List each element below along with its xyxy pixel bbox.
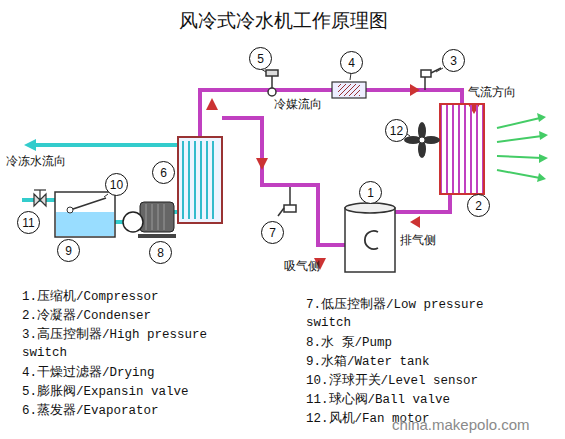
callout-circle: 2 (467, 194, 490, 217)
part-list-item: 7.低压控制器/Low pressure switch (306, 296, 511, 332)
flow-label: 冷冻水流向 (6, 153, 66, 170)
callout-number: 6 (160, 166, 167, 180)
callout-circle: 9 (57, 239, 80, 262)
callout-number: 9 (65, 244, 72, 258)
callout-number: 11 (22, 216, 34, 230)
low-pressure-switch (278, 187, 296, 216)
diagram-title: 风冷式冷水机工作原理图 (179, 8, 388, 34)
callout-number: 4 (348, 56, 355, 70)
part-list-item: 4.干燥过滤器/Drying (22, 364, 252, 382)
callout-circle: 12 (385, 119, 408, 142)
callout-circle: 4 (340, 51, 363, 74)
flow-label: 冷媒流向 (274, 96, 322, 113)
water-tank (55, 192, 115, 237)
part-list-item: 8.水 泵/Pump (306, 334, 546, 352)
condenser (440, 104, 484, 194)
part-list-item: 6.蒸发器/Evaporator (22, 402, 252, 420)
callout-number: 3 (450, 54, 457, 68)
air-flow-arrowhead (537, 113, 548, 182)
callout-number: 5 (257, 52, 264, 66)
callout-number: 2 (475, 199, 482, 213)
fan (404, 122, 440, 158)
callout-circle: 7 (261, 221, 284, 244)
callout-circle: 11 (17, 211, 40, 234)
callout-circle: 6 (152, 161, 175, 184)
evaporator-tubes (182, 141, 218, 219)
refrigerant-pipe (200, 90, 462, 245)
air-flow-arrow (497, 118, 542, 178)
flow-label: 气流方向 (468, 84, 516, 101)
part-list-item: 1.压缩机/Compressor (22, 288, 252, 306)
ball-valve (34, 190, 46, 206)
side-label: 吸气侧 (284, 258, 320, 275)
callout-number: 12 (390, 124, 403, 138)
expansion-valve (266, 70, 278, 96)
leader-line (104, 68, 443, 197)
part-list-item: 2.冷凝器/Condenser (22, 307, 252, 325)
watermark: china.makepolo.com (392, 416, 530, 433)
callout-number: 1 (367, 186, 374, 200)
filter-core (338, 84, 360, 96)
callout-number: 10 (110, 178, 123, 192)
callout-circle: 10 (105, 173, 128, 196)
part-list-item: 10.浮球开关/Level sensor (306, 372, 556, 390)
pump (123, 202, 176, 238)
callout-circle: 1 (359, 181, 382, 204)
part-list-item: 9.水箱/Water tank (306, 353, 546, 371)
callout-number: 7 (269, 226, 276, 240)
compressor (345, 203, 395, 272)
flow-arrow (206, 84, 480, 270)
drying-filter (332, 82, 366, 98)
part-list-item: 11.球心阀/Ball valve (306, 391, 546, 409)
callout-circle: 5 (249, 47, 272, 70)
part-list-item: 5.膨胀阀/Expansin valve (22, 383, 252, 401)
flow-arrow (24, 139, 36, 151)
callout-number: 8 (157, 246, 164, 260)
side-label: 排气侧 (400, 232, 436, 249)
callout-circle: 3 (442, 49, 465, 72)
part-list-item: 3.高压控制器/High pressure switch (22, 326, 227, 362)
callout-circle: 8 (149, 241, 172, 264)
evaporator (178, 137, 222, 223)
